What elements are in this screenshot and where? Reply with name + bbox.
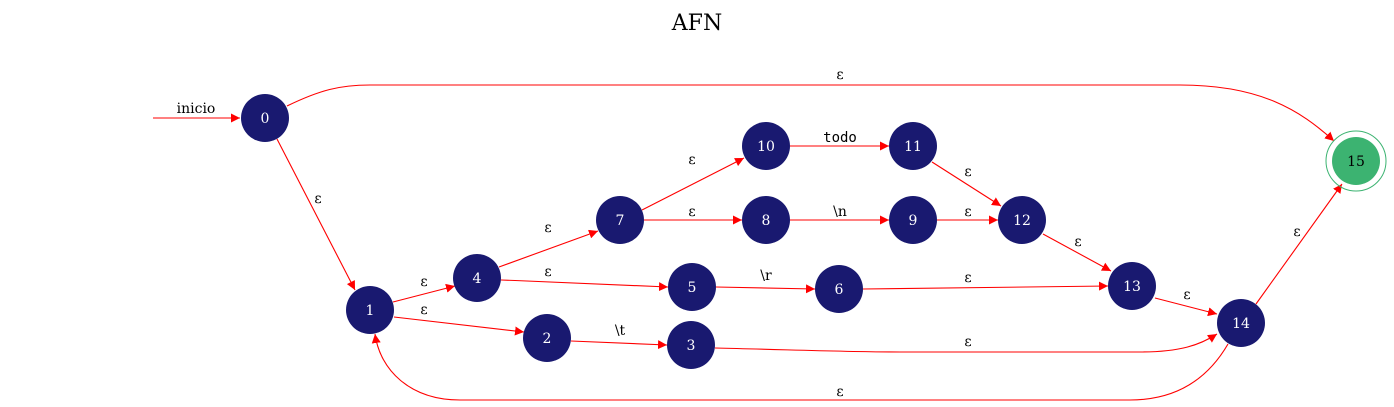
transition-11-12 [931,161,1002,207]
state-label: 11 [904,139,922,155]
transition-4-7 [498,229,599,268]
diagram-title: AFN [671,11,722,36]
state-2: 2 [523,314,571,362]
state-circle [742,122,790,170]
state-7: 7 [596,196,644,244]
state-12: 12 [998,196,1046,244]
state-label: 9 [909,213,918,229]
state-circle [1108,262,1156,310]
state-15: 15 [1325,130,1387,192]
transition-13-14 [1154,297,1218,317]
transition-label-7-8: ε [688,204,695,220]
transition-7-10 [641,157,745,211]
transition-label-0-1: ε [314,191,321,207]
transition-label-4-5: ε [544,264,551,280]
transition-label-1-4: ε [420,274,427,290]
transition-14-1 [371,333,1229,401]
transition-label-1-2: ε [420,302,427,318]
state-label: 7 [616,213,625,229]
state-5: 5 [668,263,716,311]
state-label: 12 [1013,213,1031,229]
state-8: 8 [742,196,790,244]
state-11: 11 [889,122,937,170]
transition-14-15 [1255,183,1343,305]
state-circle [742,196,790,244]
state-label: 4 [473,271,482,287]
transition-0-15 [286,84,1335,142]
state-circle [241,94,289,142]
transition-0-1 [276,138,356,291]
transition-label-0-15: ε [836,67,843,83]
transition-1-4 [392,283,456,303]
state-label: 1 [366,303,375,319]
state-label: 0 [261,111,270,127]
state-circle [453,254,501,302]
transition-label-6-13: ε [964,270,971,286]
state-circle [1217,299,1265,347]
start-label: inicio [177,101,216,117]
state-circle [596,196,644,244]
state-label: 10 [757,139,775,155]
transition-6-13 [862,281,1109,291]
state-label: 15 [1347,154,1365,170]
state-label: 6 [835,282,844,298]
state-9: 9 [889,196,937,244]
state-circle [889,122,937,170]
transition-label-9-12: ε [964,204,971,220]
transitions [153,84,1343,401]
transition-3-14 [714,333,1218,353]
state-label: 13 [1123,279,1141,295]
transition-1-2 [393,316,525,336]
state-14: 14 [1217,299,1265,347]
transition-label-13-14: ε [1183,287,1190,303]
transition-5-6 [715,284,816,294]
state-circle [346,286,394,334]
final-state-circle [1332,137,1380,185]
transition-label-12-13: ε [1074,234,1081,250]
state-label: 5 [688,280,697,296]
transition-label-2-3: \t [615,323,626,339]
state-circle [889,196,937,244]
transition-label-10-11: todo [823,130,857,146]
state-circle [998,196,1046,244]
transition-label-5-6: \r [760,268,772,284]
transition-label-4-7: ε [544,220,551,236]
state-3: 3 [667,321,715,369]
state-label: 8 [762,213,771,229]
transition-12-13 [1042,233,1112,272]
state-label: 14 [1232,316,1250,332]
state-6: 6 [815,265,863,313]
transition-label-14-15: ε [1293,224,1300,240]
state-10: 10 [742,122,790,170]
state-circle [667,321,715,369]
transition-label-8-9: \n [833,204,847,220]
final-state-ring [1325,130,1387,192]
state-label: 2 [543,331,552,347]
state-4: 4 [453,254,501,302]
state-circle [668,263,716,311]
state-1: 1 [346,286,394,334]
state-0: 0 [241,94,289,142]
state-label: 3 [687,338,696,354]
transition-label-3-14: ε [964,334,971,350]
transition-label-7-10: ε [688,152,695,168]
transition-4-5 [500,279,669,292]
transition-label-11-12: ε [964,164,971,180]
transition-label-14-1: ε [836,384,843,400]
state-13: 13 [1108,262,1156,310]
transition-2-3 [570,340,668,350]
state-circle [815,265,863,313]
state-circle [523,314,571,362]
